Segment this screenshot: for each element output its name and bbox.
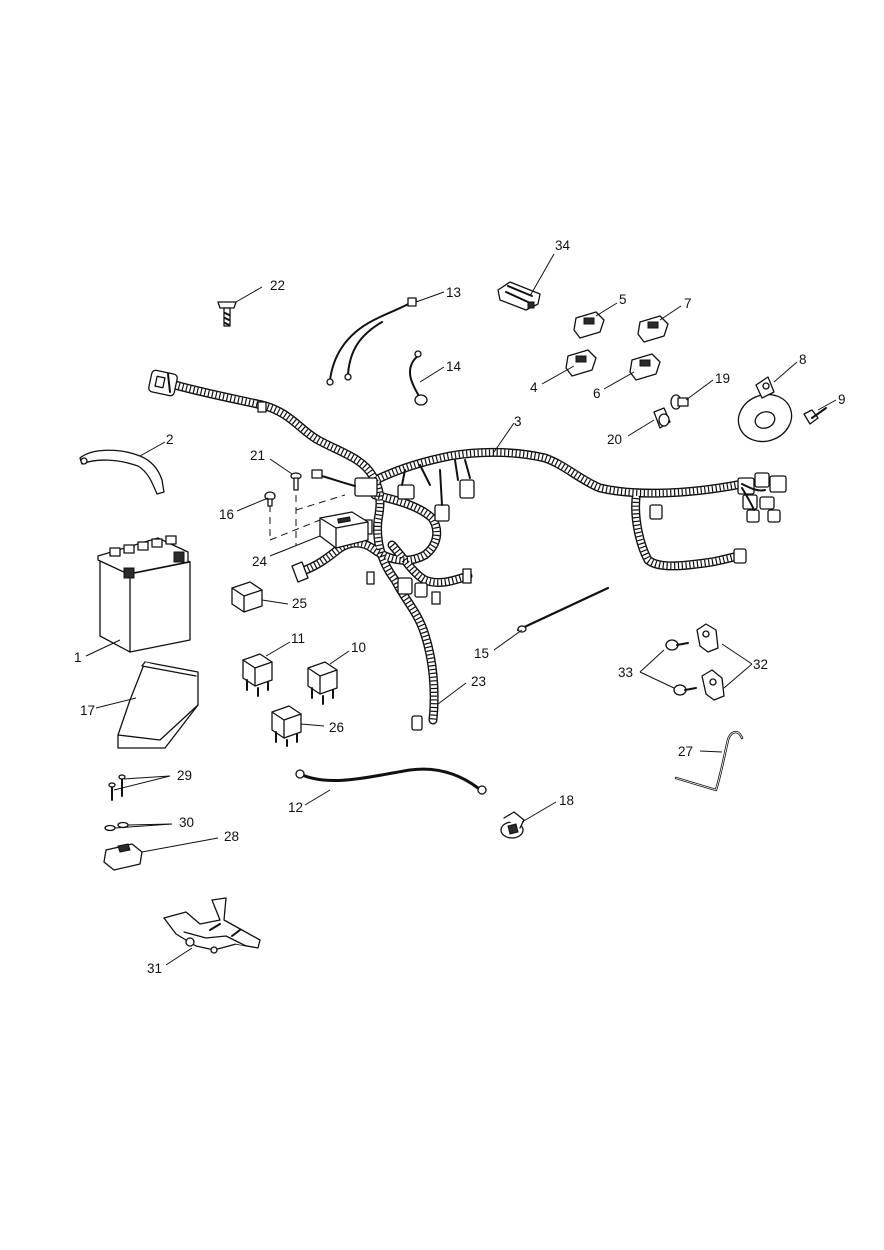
callout-9: 9 [838, 392, 846, 407]
connector-boot [291, 561, 309, 583]
callout-1: 1 [74, 650, 82, 665]
mounting-plate-31 [163, 897, 261, 954]
fuse-holder-34 [497, 281, 541, 311]
earth-lead-13 [326, 297, 417, 386]
clip-32-lower [701, 669, 725, 701]
harness-tag [257, 401, 267, 413]
clip-20 [653, 407, 671, 429]
leader-lines [85, 253, 837, 966]
harness-branch-end-connector [733, 548, 747, 564]
battery-strap [79, 449, 165, 495]
callout-30: 30 [179, 815, 194, 830]
callout-14: 14 [446, 359, 462, 374]
callout-13: 13 [446, 285, 461, 300]
callout-labels: 1 2 3 4 5 6 7 8 9 10 11 12 13 14 15 16 1… [74, 238, 846, 976]
screw-33-upper [665, 639, 689, 651]
fuse-4 [565, 349, 597, 377]
callout-10: 10 [351, 640, 366, 655]
sensor-14 [409, 350, 428, 406]
callout-32: 32 [753, 657, 768, 672]
battery-lead-12 [295, 767, 487, 795]
callout-18: 18 [559, 793, 574, 808]
fuse-5 [573, 311, 605, 339]
callout-20: 20 [607, 432, 622, 447]
callout-25: 25 [292, 596, 307, 611]
callout-33: 33 [618, 665, 633, 680]
main-wiring-harness [148, 369, 787, 725]
callout-16: 16 [219, 507, 234, 522]
callout-4: 4 [530, 380, 538, 395]
relay-26 [271, 705, 302, 747]
callout-3: 3 [514, 414, 522, 429]
harness-side-connector [649, 504, 663, 520]
sub-harness [411, 715, 423, 731]
battery-cover [117, 661, 199, 749]
callout-29: 29 [177, 768, 192, 783]
callout-12: 12 [288, 800, 303, 815]
fuse-7 [637, 315, 669, 343]
callout-26: 26 [329, 720, 344, 735]
relay-11 [242, 653, 273, 697]
callout-28: 28 [224, 829, 239, 844]
callout-6: 6 [593, 386, 601, 401]
connector-28 [103, 843, 143, 871]
clip-19 [670, 394, 689, 410]
screws-29 [108, 774, 126, 801]
callout-11: 11 [291, 631, 305, 646]
battery [97, 535, 191, 653]
washers-30 [104, 821, 129, 832]
bolt-9 [803, 407, 827, 425]
relay-25 [231, 581, 263, 613]
bolt-22 [217, 301, 237, 327]
fitting-line-21 [269, 494, 346, 545]
clip-32-upper [696, 623, 719, 653]
callout-21: 21 [250, 448, 265, 463]
callout-31: 31 [147, 961, 162, 976]
callout-15: 15 [474, 646, 489, 661]
horn-8 [737, 376, 793, 443]
grommet-18 [500, 811, 525, 839]
fuse-6 [629, 353, 661, 381]
relay-10 [307, 661, 338, 705]
callout-23: 23 [471, 674, 486, 689]
callout-17: 17 [80, 703, 95, 718]
harness-connector-right [737, 472, 787, 523]
cable-tie-15 [516, 586, 610, 633]
wire-link-27 [674, 730, 744, 792]
screw-21 [290, 472, 302, 491]
callout-2: 2 [166, 432, 174, 447]
screw-33-lower [673, 684, 697, 696]
callout-7: 7 [684, 296, 692, 311]
callout-8: 8 [799, 352, 807, 367]
callout-34: 34 [555, 238, 571, 253]
callout-19: 19 [715, 371, 730, 386]
harness-connector-left [148, 369, 178, 397]
callout-27: 27 [678, 744, 693, 759]
callout-24: 24 [252, 554, 268, 569]
callout-22: 22 [270, 278, 285, 293]
callout-5: 5 [619, 292, 627, 307]
